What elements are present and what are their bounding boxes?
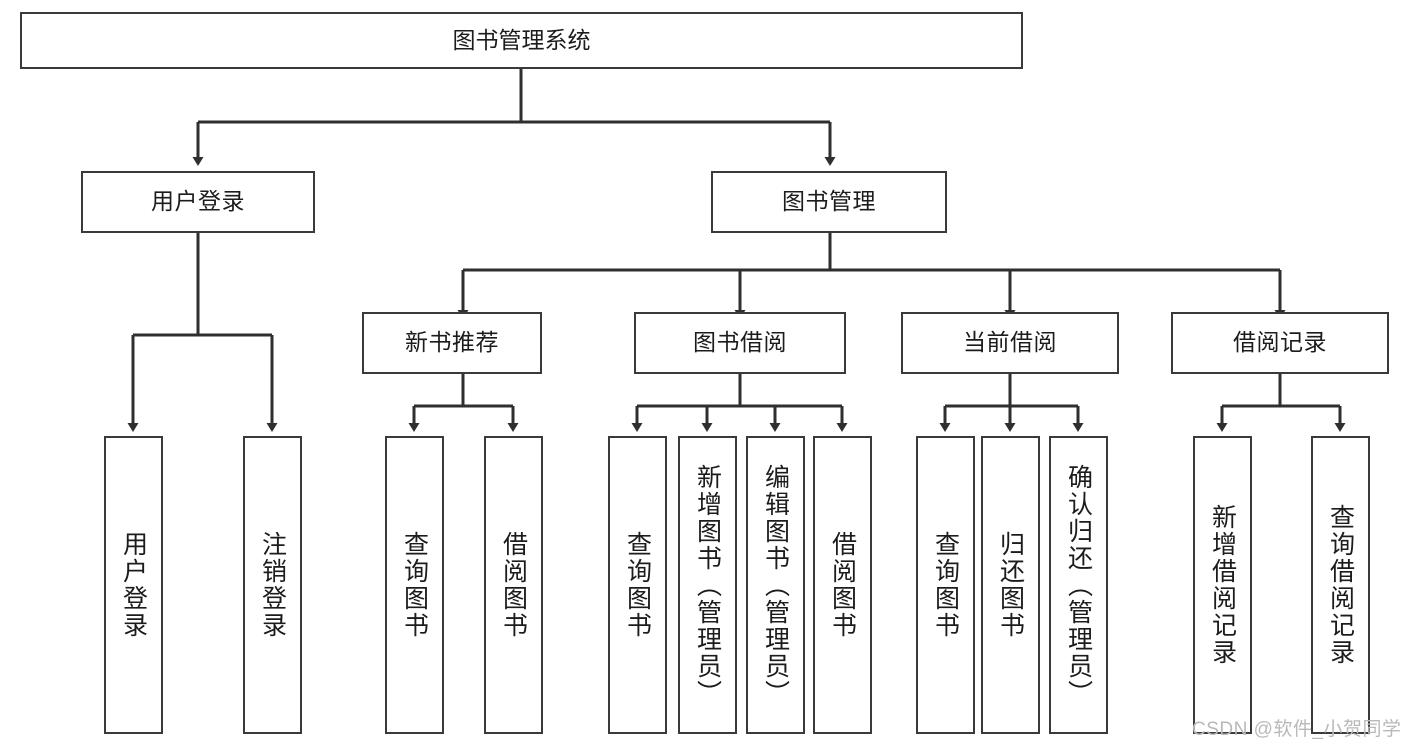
node-book-borrow-label: 图书借阅 — [693, 329, 787, 356]
leaf-return-book[interactable]: 归还图书 — [981, 436, 1040, 734]
leaf-add-borrow-record[interactable]: 新增借阅记录 — [1193, 436, 1252, 734]
leaf-borrow-book-recommend-label: 借阅图书 — [499, 531, 528, 639]
csdn-watermark: CSDN @软件_小贺同学 — [1192, 719, 1402, 740]
leaf-query-book-borrow[interactable]: 查询图书 — [608, 436, 667, 734]
node-book-management-label: 图书管理 — [782, 188, 876, 215]
leaf-logout-label: 注销登录 — [258, 531, 287, 639]
node-user-login-label: 用户登录 — [151, 188, 245, 215]
leaf-add-book-admin-label: 新增图书（管理员） — [693, 463, 722, 707]
leaf-query-book-recommend-label: 查询图书 — [400, 531, 429, 639]
node-book-borrow[interactable]: 图书借阅 — [634, 312, 846, 374]
leaf-logout[interactable]: 注销登录 — [243, 436, 302, 734]
node-borrow-record-label: 借阅记录 — [1233, 329, 1327, 356]
leaf-add-book-admin[interactable]: 新增图书（管理员） — [678, 436, 737, 734]
node-new-book-recommend-label: 新书推荐 — [405, 329, 499, 356]
leaf-borrow-book[interactable]: 借阅图书 — [813, 436, 872, 734]
leaf-query-book-current[interactable]: 查询图书 — [916, 436, 975, 734]
node-current-borrow-label: 当前借阅 — [963, 329, 1057, 356]
leaf-borrow-book-label: 借阅图书 — [828, 531, 857, 639]
node-root-system[interactable]: 图书管理系统 — [20, 12, 1023, 69]
node-borrow-record[interactable]: 借阅记录 — [1171, 312, 1389, 374]
leaf-user-login[interactable]: 用户登录 — [104, 436, 163, 734]
leaf-user-login-label: 用户登录 — [119, 531, 148, 639]
node-root-label: 图书管理系统 — [452, 26, 591, 53]
leaf-confirm-return-admin-label: 确认归还（管理员） — [1064, 463, 1093, 707]
leaf-return-book-label: 归还图书 — [996, 531, 1025, 639]
leaf-confirm-return-admin[interactable]: 确认归还（管理员） — [1049, 436, 1108, 734]
leaf-query-borrow-record-label: 查询借阅记录 — [1326, 504, 1355, 666]
node-current-borrow[interactable]: 当前借阅 — [901, 312, 1119, 374]
leaf-query-book-current-label: 查询图书 — [931, 531, 960, 639]
leaf-query-book-borrow-label: 查询图书 — [623, 531, 652, 639]
leaf-borrow-book-recommend[interactable]: 借阅图书 — [484, 436, 543, 734]
node-book-management[interactable]: 图书管理 — [711, 171, 947, 233]
leaf-edit-book-admin[interactable]: 编辑图书（管理员） — [746, 436, 805, 734]
leaf-query-borrow-record[interactable]: 查询借阅记录 — [1311, 436, 1370, 734]
leaf-add-borrow-record-label: 新增借阅记录 — [1208, 504, 1237, 666]
leaf-edit-book-admin-label: 编辑图书（管理员） — [761, 463, 790, 707]
node-new-book-recommend[interactable]: 新书推荐 — [362, 312, 542, 374]
leaf-query-book-recommend[interactable]: 查询图书 — [385, 436, 444, 734]
node-user-login[interactable]: 用户登录 — [81, 171, 315, 233]
